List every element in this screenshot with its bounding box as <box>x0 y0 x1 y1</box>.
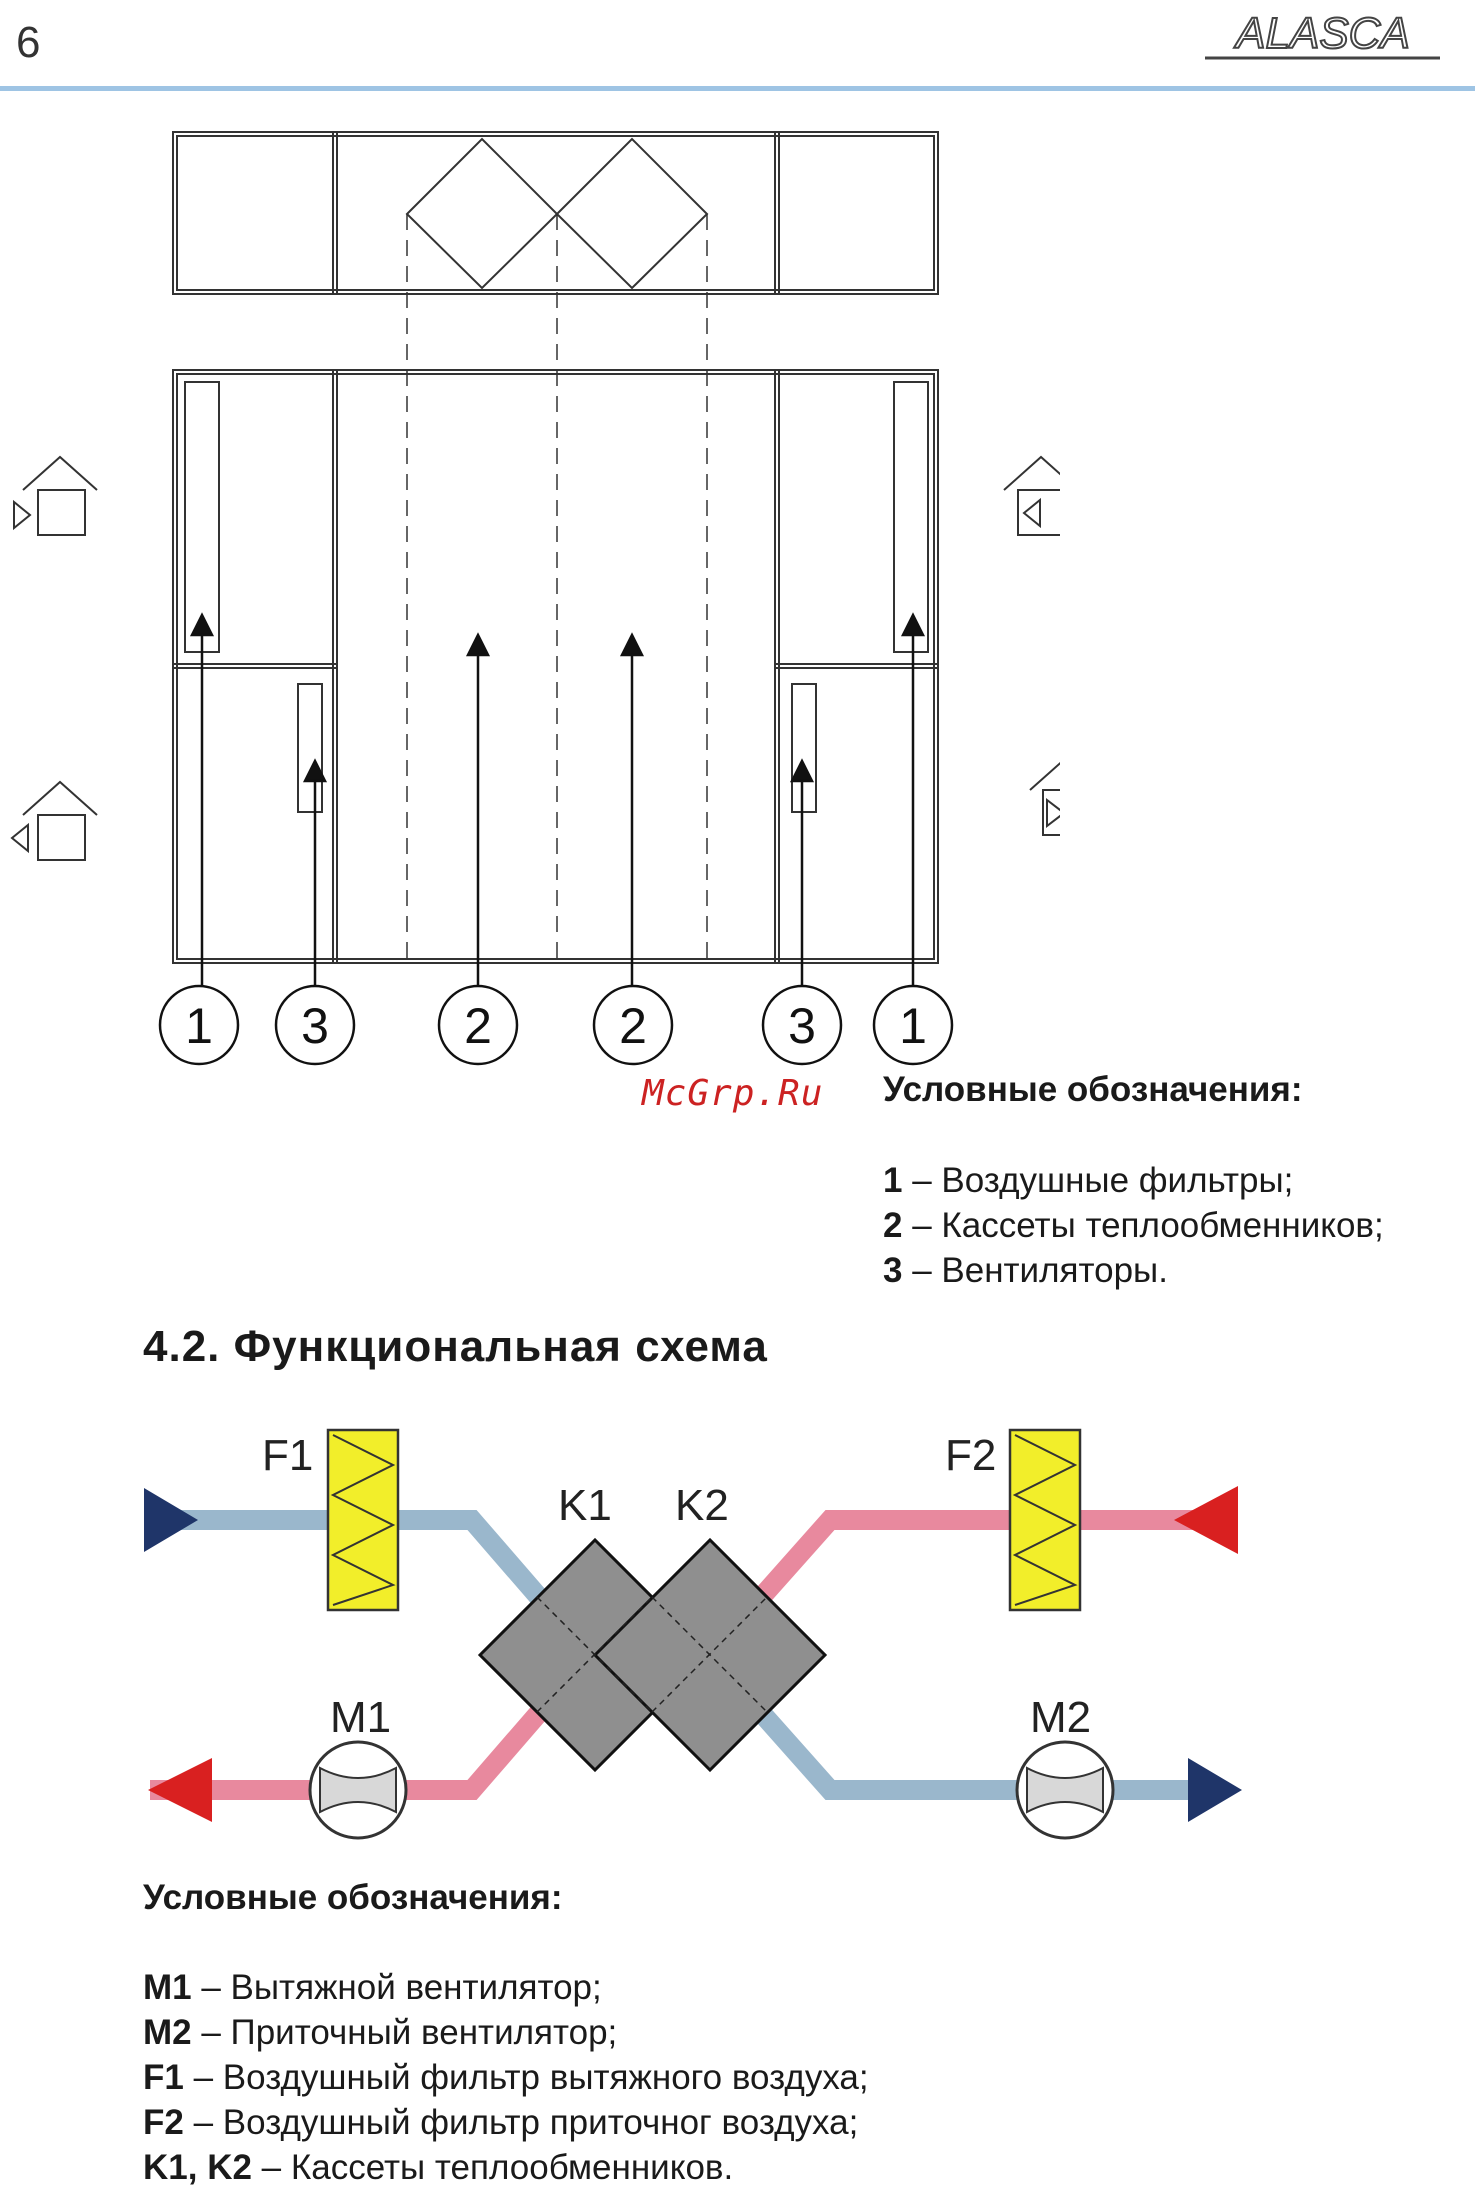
air-filter-left <box>184 381 220 653</box>
callout-circle <box>274 984 356 1066</box>
warm-duct-in <box>742 1510 1200 1617</box>
legend-list: M1 – Вытяжной вентилятор; M2 – Приточный… <box>143 1965 869 2190</box>
legend-title: Условные обозначения: <box>883 1070 1303 1109</box>
arrow-fan-left <box>302 758 328 783</box>
unit-layout-diagram: 1 3 2 2 3 1 <box>10 131 1060 1066</box>
callout-label: 1 <box>899 998 927 1054</box>
house-icon <box>10 780 98 861</box>
legend-item: K1, K2 – Кассеты теплообменников. <box>143 2148 734 2187</box>
callout-circle <box>761 984 843 1066</box>
callout-circle <box>158 984 240 1066</box>
fan-m1 <box>308 1740 408 1840</box>
page-number: 6 <box>16 18 41 67</box>
section-heading: 4.2. Функциональная схема <box>143 1322 768 1371</box>
supply-arrow-right <box>1188 1758 1242 1822</box>
callout-label: 1 <box>185 998 213 1054</box>
callout-circle <box>872 984 954 1066</box>
cold-duct-out <box>742 1693 1200 1800</box>
top-block <box>172 131 939 295</box>
hex-diamond-1 <box>405 137 559 290</box>
air-filter-right <box>893 381 929 653</box>
house-icon <box>1029 761 1060 836</box>
exhaust-arrow-left <box>148 1758 212 1822</box>
legend-item: 1 – Воздушные фильтры; <box>883 1161 1294 1200</box>
callout-circle <box>592 984 674 1066</box>
filter-f1 <box>326 1428 400 1612</box>
arrow-hex-2 <box>619 632 645 657</box>
arrow-filter-right <box>900 612 926 637</box>
legend-item: M2 – Приточный вентилятор; <box>143 2013 618 2052</box>
label-k2: K2 <box>675 1481 729 1530</box>
house-icon <box>13 455 98 536</box>
callout-label: 3 <box>301 998 329 1054</box>
legend-item: M1 – Вытяжной вентилятор; <box>143 1968 602 2007</box>
callout-label: 2 <box>464 998 492 1054</box>
functional-scheme-diagram: F1 F2 K1 K2 M1 M2 <box>144 1428 1242 1840</box>
cold-duct-in <box>150 1510 558 1617</box>
legend-title: Условные обозначения: <box>143 1878 563 1917</box>
callout-circle <box>437 984 519 1066</box>
brand-logo: ALASCA <box>1205 8 1440 60</box>
legend-item: 3 – Вентиляторы. <box>883 1251 1168 1290</box>
label-k1: K1 <box>558 1481 612 1530</box>
intake-arrow-right <box>1174 1486 1238 1554</box>
legend-item: 2 – Кассеты теплообменников; <box>883 1206 1384 1245</box>
label-f2: F2 <box>945 1431 996 1480</box>
warm-duct-out <box>150 1693 558 1800</box>
fan-left <box>297 683 323 813</box>
header-rule <box>0 86 1475 91</box>
lower-block <box>172 369 939 964</box>
legend-list: 1 – Воздушные фильтры; 2 – Кассеты тепло… <box>883 1158 1384 1293</box>
hex-diamond-2 <box>555 137 709 290</box>
label-m2: M2 <box>1030 1693 1091 1742</box>
legend-item: F1 – Воздушный фильтр вытяжного воздуха; <box>143 2058 869 2097</box>
house-icon <box>1003 455 1060 536</box>
watermark-text: McGrp.Ru <box>642 1073 824 1114</box>
callout-label: 2 <box>619 998 647 1054</box>
arrow-hex-1 <box>465 632 491 657</box>
callout-label: 3 <box>788 998 816 1054</box>
arrow-filter-left <box>189 612 215 637</box>
fan-m2 <box>1015 1740 1115 1840</box>
filter-f2 <box>1008 1428 1082 1612</box>
brand-logo-text: ALASCA <box>1233 9 1410 58</box>
intake-arrow-left <box>144 1488 198 1552</box>
legend-item: F2 – Воздушный фильтр приточног воздуха; <box>143 2103 859 2142</box>
label-f1: F1 <box>262 1431 313 1480</box>
arrow-fan-right <box>789 758 815 783</box>
label-m1: M1 <box>330 1693 391 1742</box>
fan-right <box>791 683 817 813</box>
